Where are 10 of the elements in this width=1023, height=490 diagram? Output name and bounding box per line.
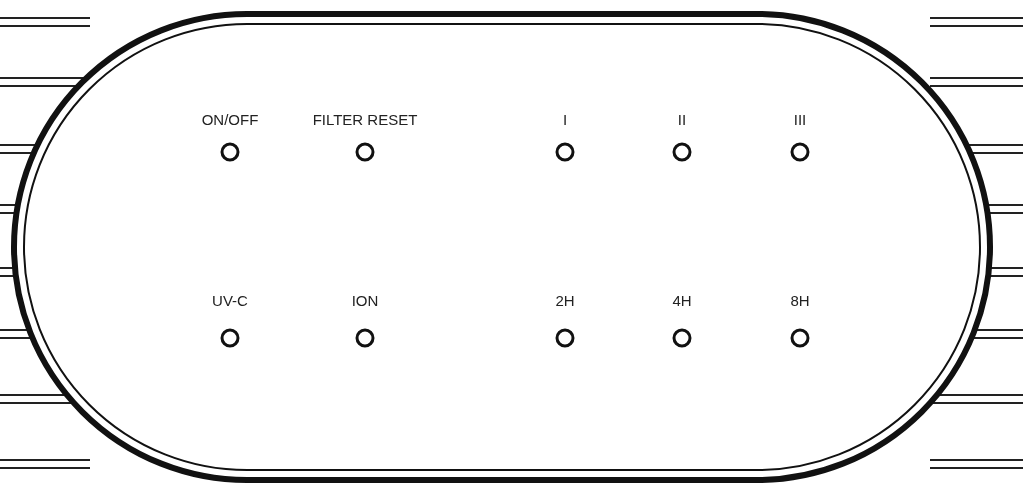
button-label: 4H bbox=[672, 292, 692, 310]
button-label: FILTER RESET bbox=[312, 111, 418, 129]
button-label: 8H bbox=[790, 292, 810, 310]
button-label: II bbox=[677, 111, 687, 129]
button-label: I bbox=[562, 111, 568, 129]
button-label: ION bbox=[351, 292, 379, 310]
button-label: III bbox=[793, 111, 807, 129]
button-label: 2H bbox=[555, 292, 575, 310]
button-label: UV-C bbox=[212, 292, 248, 310]
button-label: ON/OFF bbox=[201, 111, 259, 129]
